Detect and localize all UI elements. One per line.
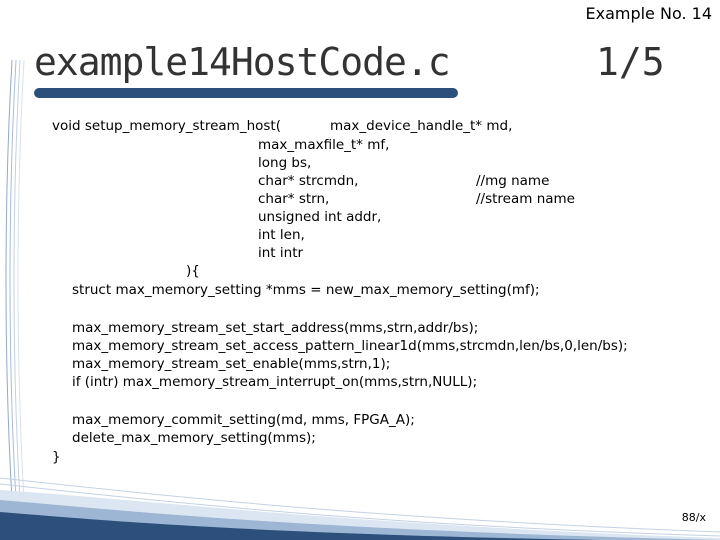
code-line: max_maxfile_t* mf, — [258, 137, 390, 153]
code-line: if (intr) max_memory_stream_interrupt_on… — [72, 374, 478, 390]
code-line: delete_max_memory_setting(mms); — [72, 430, 316, 446]
code-comment: //stream name — [476, 191, 575, 207]
example-number-label: Example No. 14 — [585, 4, 712, 23]
code-line: unsigned int addr, — [258, 209, 382, 225]
slide-number: 88/x — [681, 511, 706, 524]
code-line: long bs, — [258, 155, 312, 171]
title-underline — [34, 88, 458, 98]
page-fraction: 1/5 — [596, 40, 665, 84]
code-line: struct max_memory_setting *mms = new_max… — [72, 282, 540, 298]
code-line: char* strcmdn, — [258, 173, 359, 189]
bottom-decoration — [0, 477, 720, 540]
code-line: max_memory_stream_set_access_pattern_lin… — [72, 338, 628, 354]
code-line: char* strn, — [258, 191, 330, 207]
code-line: ){ — [186, 263, 200, 279]
code-line: } — [52, 449, 61, 465]
left-decoration — [5, 59, 25, 501]
code-line: void setup_memory_stream_host( — [52, 118, 281, 134]
code-line: max_memory_stream_set_enable(mms,strn,1)… — [72, 356, 391, 372]
code-line: max_device_handle_t* md, — [330, 118, 513, 134]
code-line: max_memory_commit_setting(md, mms, FPGA_… — [72, 412, 415, 428]
slide-title: example14HostCode.c — [34, 40, 451, 84]
code-line: int len, — [258, 227, 305, 243]
code-comment: //mg name — [476, 173, 550, 189]
code-line: max_memory_stream_set_start_address(mms,… — [72, 320, 479, 336]
code-line: int intr — [258, 245, 304, 261]
